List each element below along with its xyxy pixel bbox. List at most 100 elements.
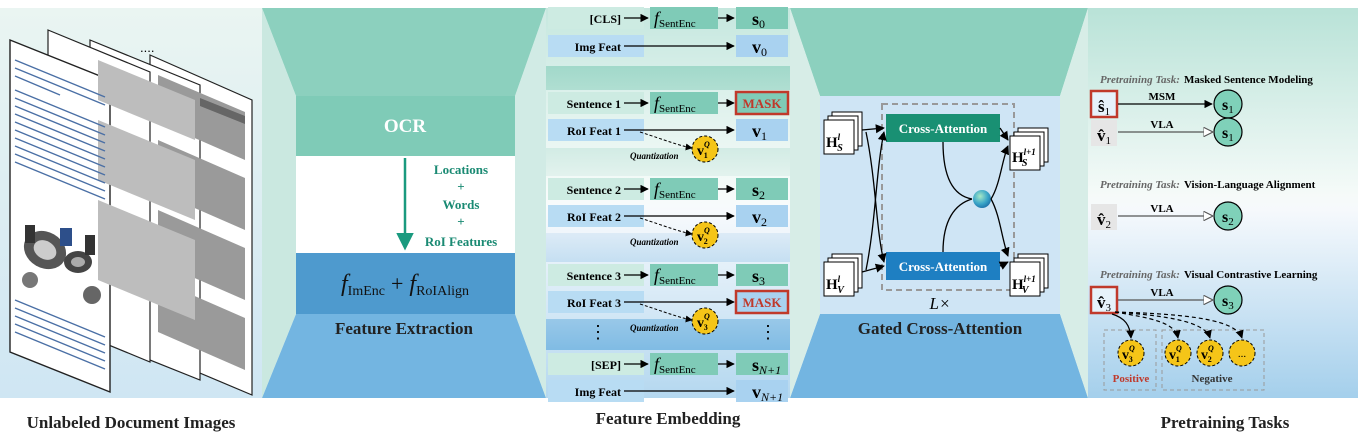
- target-s3: [1213, 285, 1243, 315]
- cross-attention-text-label: Cross-Attention: [899, 121, 988, 136]
- input-label: [CLS]: [590, 12, 621, 26]
- input-box: [548, 119, 644, 141]
- ocr-output-plus-2: +: [457, 214, 464, 229]
- title-extraction: Feature Extraction: [335, 319, 474, 338]
- sentence-encoder: [650, 353, 718, 375]
- embedding-vdots-left: ⋮: [589, 322, 607, 342]
- input-label: Sentence 3: [567, 269, 621, 283]
- input-box: [548, 92, 644, 114]
- ocr-output-plus-1: +: [457, 179, 464, 194]
- title-embedding: Feature Embedding: [596, 409, 741, 428]
- quantized-vector: [691, 307, 719, 335]
- embedding-vdots-right: ⋮: [759, 322, 777, 342]
- target-s1-vla: [1213, 117, 1243, 147]
- input-label: Img Feat: [575, 385, 621, 399]
- input-box: [548, 205, 644, 227]
- ocr-outputs: Locations + Words + RoI Features: [425, 162, 497, 249]
- task2-title: Pretraining Task:Vision-Language Alignme…: [1100, 179, 1316, 191]
- embedding-output: [736, 264, 788, 286]
- quantization-arrow: [639, 303, 693, 323]
- ocr-output-roi-features: RoI Features: [425, 234, 497, 249]
- embedding-output: [736, 35, 788, 57]
- hs-input-stack: [823, 111, 863, 155]
- title-tasks: Pretraining Tasks: [1161, 413, 1290, 432]
- input-label: RoI Feat 2: [567, 210, 621, 224]
- msm-label: MSM: [1149, 91, 1177, 103]
- contrastive-arrows: [1111, 311, 1244, 339]
- gated-repeat-box: [881, 103, 1015, 291]
- svg-text:s1: s1: [1222, 125, 1234, 144]
- pretraining-tasks: Pretraining Task:Masked Sentence Modelin…: [1089, 74, 1318, 391]
- input-label: RoI Feat 1: [567, 124, 621, 138]
- negative-more-label: ...: [1238, 348, 1247, 360]
- task3-title: Pretraining Task:Visual Contrastive Lear…: [1100, 269, 1318, 281]
- document-ellipsis: ....: [140, 40, 154, 55]
- masked-output: [734, 90, 790, 116]
- svg-text:vQ1: vQ1: [1169, 344, 1182, 364]
- vla-label-3: VLA: [1150, 287, 1173, 299]
- cross-attention-vision-label: Cross-Attention: [899, 259, 988, 274]
- title-documents: Unlabeled Document Images: [27, 413, 236, 432]
- sentence-encoder: [650, 92, 718, 114]
- input-box: [548, 380, 644, 402]
- vla-label-2: VLA: [1150, 203, 1173, 215]
- cross-attention-vision: [886, 252, 1000, 280]
- mask-label: MASK: [743, 295, 783, 310]
- embedding-output: [736, 353, 788, 375]
- gate-node: [973, 190, 991, 208]
- negative-sample-more: [1228, 339, 1256, 367]
- input-label: RoI Feat 3: [567, 296, 621, 310]
- gated-arrows: [861, 124, 1010, 273]
- positive-label: Positive: [1113, 373, 1150, 385]
- output-label: s3: [752, 266, 765, 288]
- vla-label-1: VLA: [1150, 119, 1173, 131]
- embedding-output: [736, 7, 788, 29]
- input-box: [548, 291, 644, 313]
- sentence-encoder: [650, 178, 718, 200]
- sentence-encoder-label: fSentEnc: [654, 8, 696, 30]
- svg-text:s1: s1: [1222, 97, 1234, 116]
- input-box: [548, 264, 644, 286]
- title-gated: Gated Cross-Attention: [858, 319, 1023, 338]
- ocr-output-words: Words: [443, 197, 480, 212]
- output-label: v0: [752, 37, 767, 59]
- svg-text:vQ3: vQ3: [1122, 344, 1135, 364]
- embedding-output: [736, 380, 788, 402]
- quantization-label: Quantization: [630, 323, 679, 333]
- quantization-label: Quantization: [630, 151, 679, 161]
- quantized-vector: [691, 221, 719, 249]
- svg-text:vQ2: vQ2: [1201, 344, 1214, 364]
- masked-sentence-hat-s1: [1089, 89, 1119, 119]
- vision-hat-v1: [1091, 120, 1117, 146]
- sentence-encoder: [650, 7, 718, 29]
- image-encoder-block: [296, 253, 515, 314]
- ocr-block: [296, 96, 515, 156]
- input-box: [548, 7, 644, 29]
- sentence-encoder-label: fSentEnc: [654, 93, 696, 115]
- output-label: v1: [752, 121, 767, 143]
- cross-attention-text: [886, 114, 1000, 142]
- task1-title: Pretraining Task:Masked Sentence Modelin…: [1100, 74, 1313, 86]
- embedding-output: [736, 205, 788, 227]
- input-box: [548, 35, 644, 57]
- vision-hat-v3: [1089, 285, 1119, 315]
- quantization-arrow: [639, 217, 693, 237]
- feature-extraction: OCR Locations + Words + RoI Features fIm…: [296, 96, 515, 314]
- mask-label: MASK: [743, 96, 783, 111]
- document-text-lines: [14, 59, 106, 370]
- document-page-front: [9, 38, 111, 394]
- sentence-encoder-label: fSentEnc: [654, 265, 696, 287]
- hs-output-stack: [1009, 127, 1049, 171]
- output-label: s0: [752, 9, 765, 31]
- output-label: v2: [752, 207, 767, 229]
